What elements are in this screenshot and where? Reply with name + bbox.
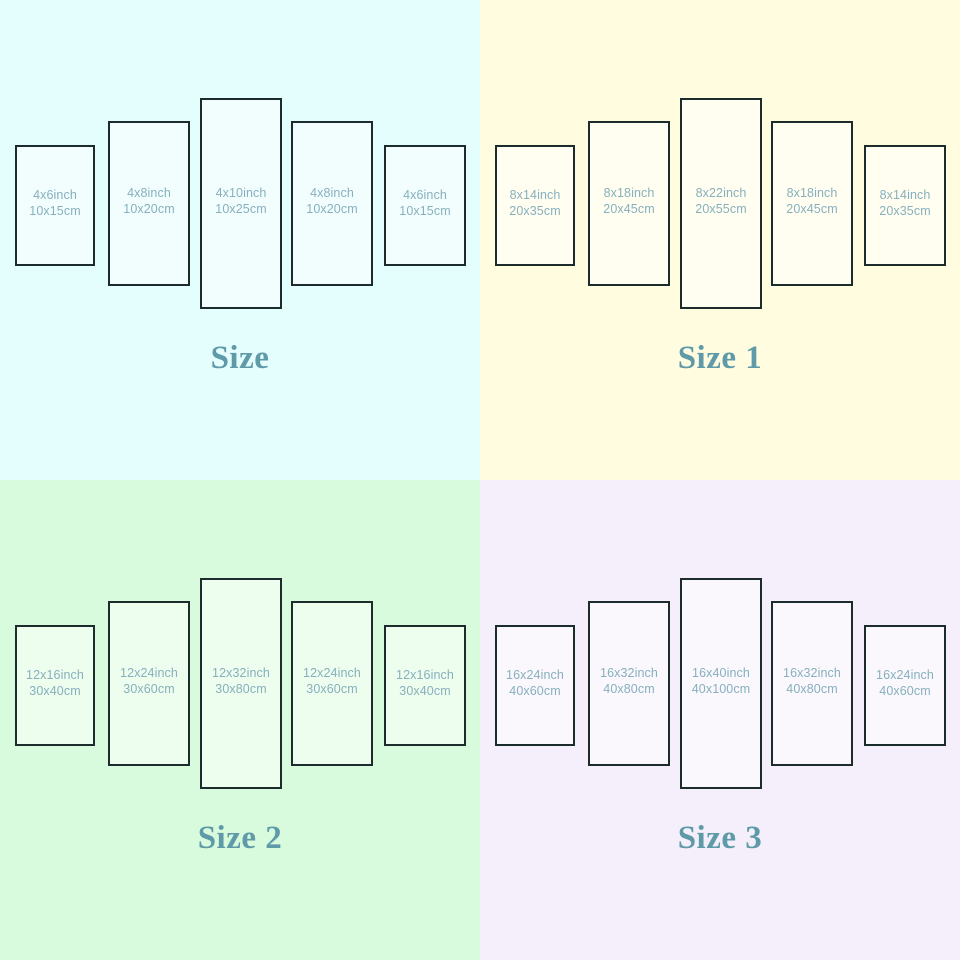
canvas-panel[interactable]: 12x16inch 30x40cm (15, 625, 95, 746)
canvas-panel[interactable]: 8x18inch 20x45cm (588, 121, 670, 286)
panel-label: 16x24inch 40x60cm (506, 668, 564, 699)
quadrant-title: Size 1 (677, 340, 763, 376)
canvas-panel[interactable]: 4x10inch 10x25cm (200, 98, 282, 309)
panel-size-inch: 16x32inch (600, 666, 658, 681)
panel-size-cm: 30x40cm (399, 683, 451, 698)
quadrant-size: 4x6inch 10x15cm 4x8inch 10x20cm 4x10inch… (0, 0, 480, 480)
panel-size-cm: 40x60cm (509, 683, 561, 698)
panel-label: 16x32inch 40x80cm (783, 666, 841, 697)
panel-size-cm: 30x40cm (29, 683, 81, 698)
panel-size-cm: 10x15cm (29, 203, 81, 218)
canvas-panel[interactable]: 16x24inch 40x60cm (495, 625, 575, 746)
panel-size-cm: 10x20cm (123, 201, 175, 216)
panel-cluster: 16x24inch 40x60cm 16x32inch 40x80cm 16x4… (480, 480, 960, 820)
panel-label: 12x32inch 30x80cm (212, 666, 270, 697)
panel-size-inch: 4x6inch (403, 188, 447, 203)
panel-label: 8x14inch 20x35cm (879, 188, 930, 219)
canvas-panel[interactable]: 16x24inch 40x60cm (864, 625, 946, 746)
panel-label: 4x8inch 10x20cm (123, 186, 174, 217)
panel-label: 16x40inch 40x100cm (692, 666, 750, 697)
panel-size-cm: 20x55cm (695, 201, 747, 216)
panel-size-cm: 10x25cm (215, 201, 267, 216)
panel-size-cm: 20x45cm (603, 201, 655, 216)
canvas-panel[interactable]: 12x24inch 30x60cm (291, 601, 373, 766)
quadrant-title: Size 2 (197, 820, 283, 856)
canvas-panel[interactable]: 4x6inch 10x15cm (384, 145, 466, 266)
panel-size-inch: 12x24inch (303, 666, 361, 681)
canvas-panel[interactable]: 12x16inch 30x40cm (384, 625, 466, 746)
panel-size-inch: 8x14inch (509, 188, 561, 203)
panel-size-cm: 20x35cm (879, 203, 931, 218)
panel-cluster: 8x14inch 20x35cm 8x18inch 20x45cm 8x22in… (480, 0, 960, 340)
panel-label: 8x18inch 20x45cm (603, 186, 654, 217)
quadrant-title: Size 3 (677, 820, 763, 856)
panel-size-cm: 20x45cm (786, 201, 838, 216)
panel-size-cm: 20x35cm (509, 203, 561, 218)
panel-size-cm: 10x20cm (306, 201, 358, 216)
panel-size-inch: 12x32inch (212, 666, 270, 681)
panel-size-inch: 4x10inch (215, 186, 267, 201)
canvas-panel[interactable]: 8x22inch 20x55cm (680, 98, 762, 309)
panel-size-cm: 30x60cm (123, 681, 175, 696)
panel-size-inch: 16x24inch (506, 668, 564, 683)
canvas-panel[interactable]: 16x32inch 40x80cm (771, 601, 853, 766)
panel-size-cm: 40x80cm (786, 681, 838, 696)
panel-label: 4x6inch 10x15cm (399, 188, 450, 219)
panel-label: 4x10inch 10x25cm (215, 186, 266, 217)
panel-label: 4x6inch 10x15cm (29, 188, 80, 219)
canvas-panel[interactable]: 16x32inch 40x80cm (588, 601, 670, 766)
canvas-panel[interactable]: 8x14inch 20x35cm (864, 145, 946, 266)
panel-cluster: 12x16inch 30x40cm 12x24inch 30x60cm 12x3… (0, 480, 480, 820)
canvas-panel[interactable]: 12x32inch 30x80cm (200, 578, 282, 789)
panel-size-inch: 12x24inch (120, 666, 178, 681)
panel-size-cm: 40x60cm (879, 683, 931, 698)
panel-size-cm: 40x80cm (603, 681, 655, 696)
panel-label: 8x14inch 20x35cm (509, 188, 560, 219)
panel-label: 16x32inch 40x80cm (600, 666, 658, 697)
panel-label: 8x22inch 20x55cm (695, 186, 746, 217)
panel-size-inch: 16x40inch (692, 666, 750, 681)
panel-size-inch: 12x16inch (396, 668, 454, 683)
panel-size-cm: 30x60cm (306, 681, 358, 696)
panel-label: 12x24inch 30x60cm (120, 666, 178, 697)
quadrant-title: Size (210, 340, 270, 376)
panel-size-inch: 8x22inch (695, 186, 747, 201)
panel-size-inch: 8x14inch (879, 188, 931, 203)
panel-size-cm: 40x100cm (691, 681, 751, 696)
canvas-panel[interactable]: 12x24inch 30x60cm (108, 601, 190, 766)
panel-label: 16x24inch 40x60cm (876, 668, 934, 699)
quadrant-size-3: 16x24inch 40x60cm 16x32inch 40x80cm 16x4… (480, 480, 960, 960)
canvas-panel[interactable]: 16x40inch 40x100cm (680, 578, 762, 789)
panel-size-inch: 16x24inch (876, 668, 934, 683)
panel-size-inch: 4x6inch (33, 188, 77, 203)
panel-label: 8x18inch 20x45cm (786, 186, 837, 217)
panel-label: 12x24inch 30x60cm (303, 666, 361, 697)
quadrant-size-1: 8x14inch 20x35cm 8x18inch 20x45cm 8x22in… (480, 0, 960, 480)
panel-size-inch: 4x8inch (127, 186, 171, 201)
canvas-panel[interactable]: 4x8inch 10x20cm (291, 121, 373, 286)
panel-size-inch: 12x16inch (26, 668, 84, 683)
panel-size-inch: 16x32inch (783, 666, 841, 681)
panel-size-inch: 8x18inch (603, 186, 655, 201)
canvas-panel[interactable]: 4x8inch 10x20cm (108, 121, 190, 286)
panel-label: 4x8inch 10x20cm (306, 186, 357, 217)
canvas-panel[interactable]: 8x18inch 20x45cm (771, 121, 853, 286)
canvas-panel[interactable]: 8x14inch 20x35cm (495, 145, 575, 266)
panel-size-cm: 10x15cm (399, 203, 451, 218)
quadrant-size-2: 12x16inch 30x40cm 12x24inch 30x60cm 12x3… (0, 480, 480, 960)
panel-size-inch: 8x18inch (786, 186, 838, 201)
panel-cluster: 4x6inch 10x15cm 4x8inch 10x20cm 4x10inch… (0, 0, 480, 340)
panel-size-cm: 30x80cm (215, 681, 267, 696)
panel-label: 12x16inch 30x40cm (26, 668, 84, 699)
panel-size-inch: 4x8inch (310, 186, 354, 201)
panel-label: 12x16inch 30x40cm (396, 668, 454, 699)
canvas-panel[interactable]: 4x6inch 10x15cm (15, 145, 95, 266)
